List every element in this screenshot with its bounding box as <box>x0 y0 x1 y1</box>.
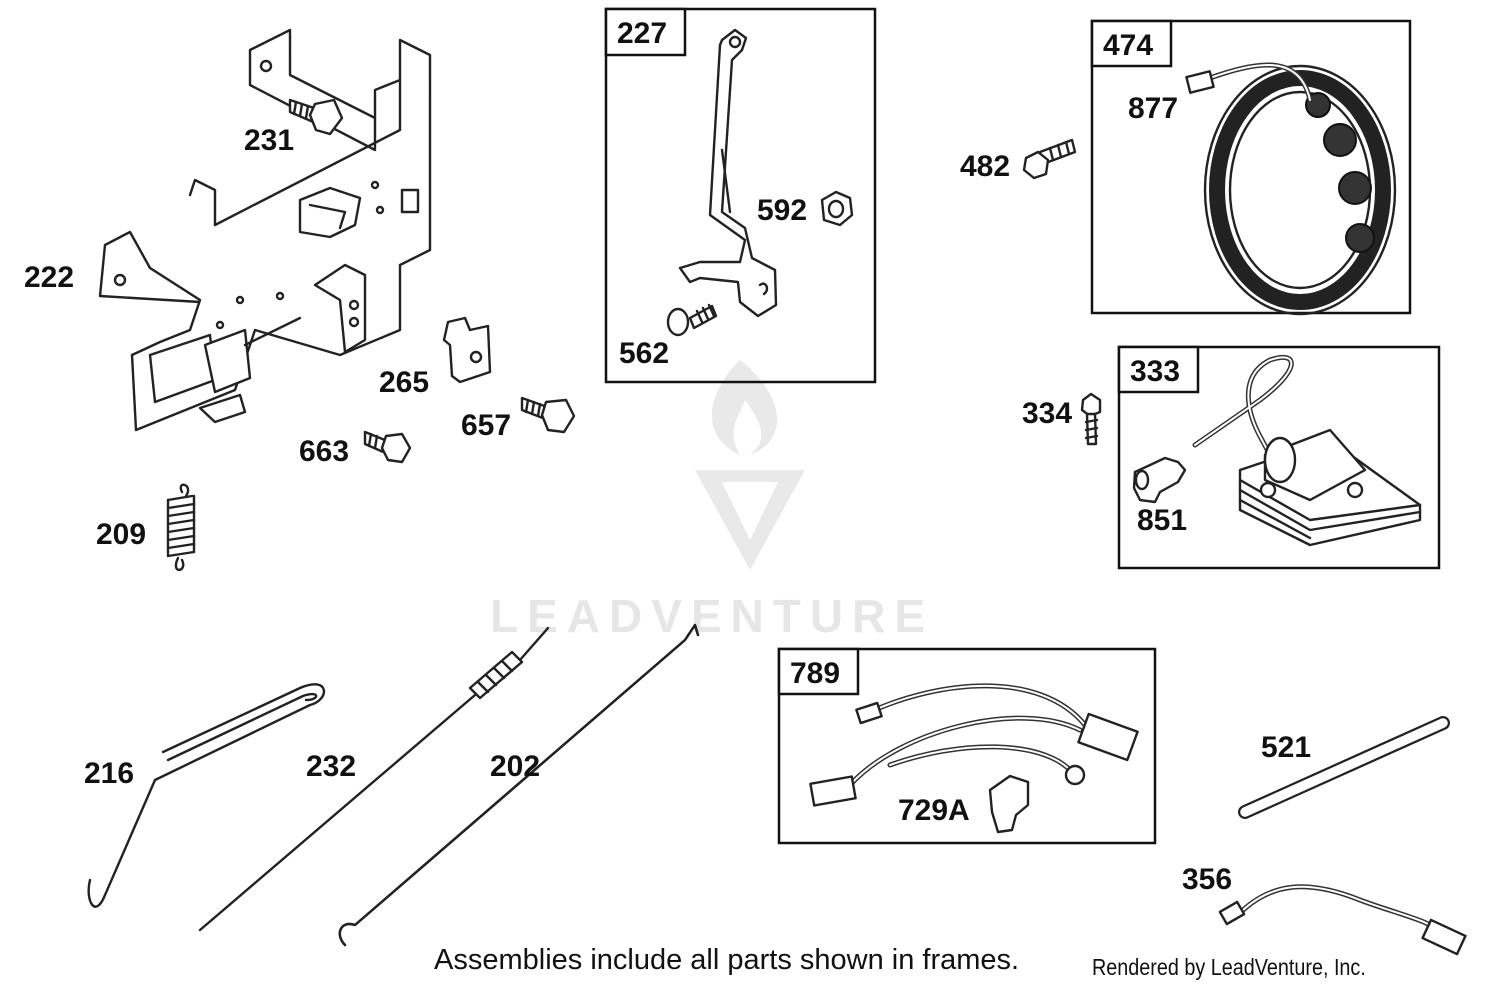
part-label-202: 202 <box>490 750 540 783</box>
part-drawing-227[interactable] <box>678 28 778 318</box>
part-drawing-334[interactable] <box>1080 392 1102 446</box>
part-label-592: 592 <box>757 194 807 227</box>
part-label-265: 265 <box>379 366 429 399</box>
frame-label-789: 789 <box>790 657 840 690</box>
part-drawing-521[interactable] <box>1238 716 1450 819</box>
part-label-216: 216 <box>84 757 134 790</box>
part-drawing-663[interactable] <box>363 430 412 464</box>
frame-789[interactable]: 789 <box>777 647 1157 845</box>
part-drawing-592[interactable] <box>820 190 854 227</box>
part-label-521: 521 <box>1261 731 1311 764</box>
render-credit: Rendered by LeadVenture, Inc. <box>1092 954 1366 980</box>
frame-333[interactable]: 333 <box>1117 345 1441 570</box>
part-drawing-209[interactable] <box>166 483 196 572</box>
part-label-877: 877 <box>1128 92 1178 125</box>
part-drawing-232[interactable] <box>198 626 550 932</box>
part-label-663: 663 <box>299 435 349 468</box>
frame-227[interactable]: 227 <box>604 7 877 384</box>
part-label-657: 657 <box>461 409 511 442</box>
part-drawing-851[interactable] <box>1132 456 1187 504</box>
part-drawing-216[interactable] <box>87 683 326 908</box>
part-drawing-222[interactable] <box>98 28 432 432</box>
part-drawing-562[interactable] <box>666 303 718 337</box>
part-drawing-474[interactable] <box>1185 62 1397 316</box>
frame-474[interactable]: 474 <box>1090 19 1412 315</box>
part-label-334: 334 <box>1022 397 1072 430</box>
part-label-729A: 729A <box>898 794 970 827</box>
frame-label-227: 227 <box>617 17 667 50</box>
part-label-222: 222 <box>24 261 74 294</box>
part-drawing-202[interactable] <box>338 623 700 947</box>
frame-label-333: 333 <box>1130 355 1180 388</box>
part-label-232: 232 <box>306 750 356 783</box>
part-drawing-789[interactable] <box>809 683 1139 834</box>
part-label-356: 356 <box>1182 863 1232 896</box>
frame-label-474: 474 <box>1103 29 1153 62</box>
part-drawing-265[interactable] <box>442 316 492 384</box>
part-drawing-482[interactable] <box>1022 138 1077 180</box>
part-label-209: 209 <box>96 518 146 551</box>
part-drawing-333[interactable] <box>1192 354 1422 547</box>
part-drawing-657[interactable] <box>520 396 576 434</box>
part-label-562: 562 <box>619 337 669 370</box>
assemblies-note: Assemblies include all parts shown in fr… <box>434 944 1020 976</box>
part-label-482: 482 <box>960 150 1010 183</box>
part-drawing-356[interactable] <box>1218 884 1467 956</box>
watermark-text: LEADVENTURE <box>490 590 934 642</box>
part-label-231: 231 <box>244 124 294 157</box>
part-label-851: 851 <box>1137 504 1187 537</box>
watermark-logo: LEADVENTURE <box>490 360 934 642</box>
part-drawing-231[interactable] <box>288 98 344 136</box>
